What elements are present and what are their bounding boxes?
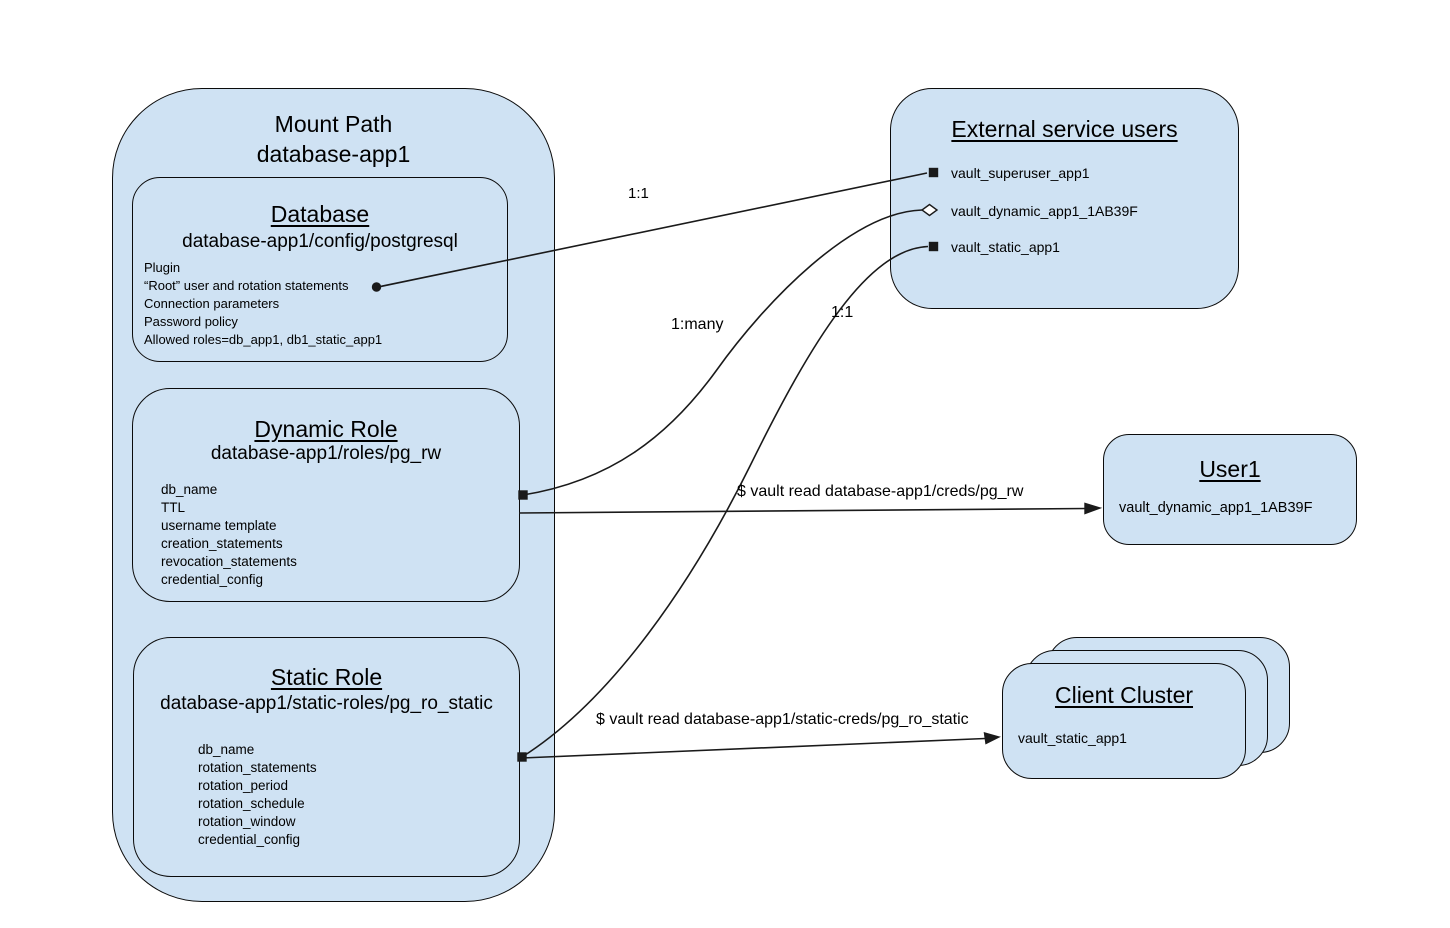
user1-title: User1 xyxy=(1199,456,1261,482)
list-item: credential_config xyxy=(198,832,301,847)
database-title: Database xyxy=(270,201,370,227)
list-item: Password policy xyxy=(144,314,238,329)
database-node: Database database-app1/config/postgresql… xyxy=(132,177,508,362)
client-cluster-credential: vault_static_app1 xyxy=(1018,730,1127,746)
database-path: database-app1/config/postgresql xyxy=(182,231,458,252)
edge-label-one-to-one-static: 1:1 xyxy=(831,304,854,321)
list-item: db_name xyxy=(161,482,218,497)
list-item: rotation_statements xyxy=(198,760,317,775)
edge-label-vault-read-static-creds: $ vault read database-app1/static-creds/… xyxy=(596,711,969,728)
user1-node: User1 vault_dynamic_app1_1AB39F xyxy=(1103,434,1357,545)
list-item: Connection parameters xyxy=(144,296,280,311)
arrowhead-user1 xyxy=(1084,502,1103,515)
list-item: rotation_window xyxy=(198,814,296,829)
external-user-superuser: vault_superuser_app1 xyxy=(951,165,1090,181)
edge-static-external xyxy=(521,245,929,758)
client-cluster-title: Client Cluster xyxy=(1054,682,1194,708)
static-role-path: database-app1/static-roles/pg_ro_static xyxy=(160,693,493,714)
list-item: db_name xyxy=(198,742,255,757)
static-role-node: Static Role database-app1/static-roles/p… xyxy=(133,637,520,877)
list-item: Allowed roles=db_app1, db1_static_app1 xyxy=(144,332,383,347)
list-item: credential_config xyxy=(161,572,264,587)
dynamic-role-title: Dynamic Role xyxy=(254,416,398,442)
list-item: rotation_schedule xyxy=(198,796,305,811)
edge-label-vault-read-creds: $ vault read database-app1/creds/pg_rw xyxy=(737,483,1024,500)
dynamic-role-attribute-list: db_name TTL username template creation_s… xyxy=(161,481,297,589)
static-role-attribute-list: db_name rotation_statements rotation_per… xyxy=(198,741,317,849)
edge-dynamic-external xyxy=(522,209,923,496)
list-item: creation_statements xyxy=(161,536,283,551)
external-user-static: vault_static_app1 xyxy=(951,239,1060,255)
list-item: username template xyxy=(161,518,277,533)
external-service-users-node: External service users vault_superuser_a… xyxy=(890,88,1239,309)
list-item: revocation_statements xyxy=(161,554,297,569)
static-role-title: Static Role xyxy=(270,664,383,690)
dynamic-role-node: Dynamic Role database-app1/roles/pg_rw d… xyxy=(132,388,520,602)
list-item: TTL xyxy=(161,500,186,515)
user1-credential: vault_dynamic_app1_1AB39F xyxy=(1119,500,1313,516)
arrowhead-cluster xyxy=(983,732,1001,745)
edge-label-one-to-many: 1:many xyxy=(671,316,724,333)
edge-static-cluster xyxy=(521,737,986,759)
database-attribute-list: Plugin “Root” user and rotation statemen… xyxy=(144,259,382,349)
list-item: “Root” user and rotation statements xyxy=(144,278,349,293)
dynamic-role-path: database-app1/roles/pg_rw xyxy=(210,443,442,464)
mount-path-title-line1: Mount Path xyxy=(274,111,393,137)
list-item: rotation_period xyxy=(198,778,289,793)
list-item: Plugin xyxy=(144,260,181,275)
mount-path-title-line2: database-app1 xyxy=(256,141,411,167)
edge-label-one-to-one-db: 1:1 xyxy=(628,185,649,202)
edge-dynamic-user1 xyxy=(518,507,1088,514)
client-cluster-node-front: Client Cluster vault_static_app1 xyxy=(1002,663,1246,779)
external-service-users-title: External service users xyxy=(951,116,1178,142)
external-user-dynamic: vault_dynamic_app1_1AB39F xyxy=(951,203,1138,219)
